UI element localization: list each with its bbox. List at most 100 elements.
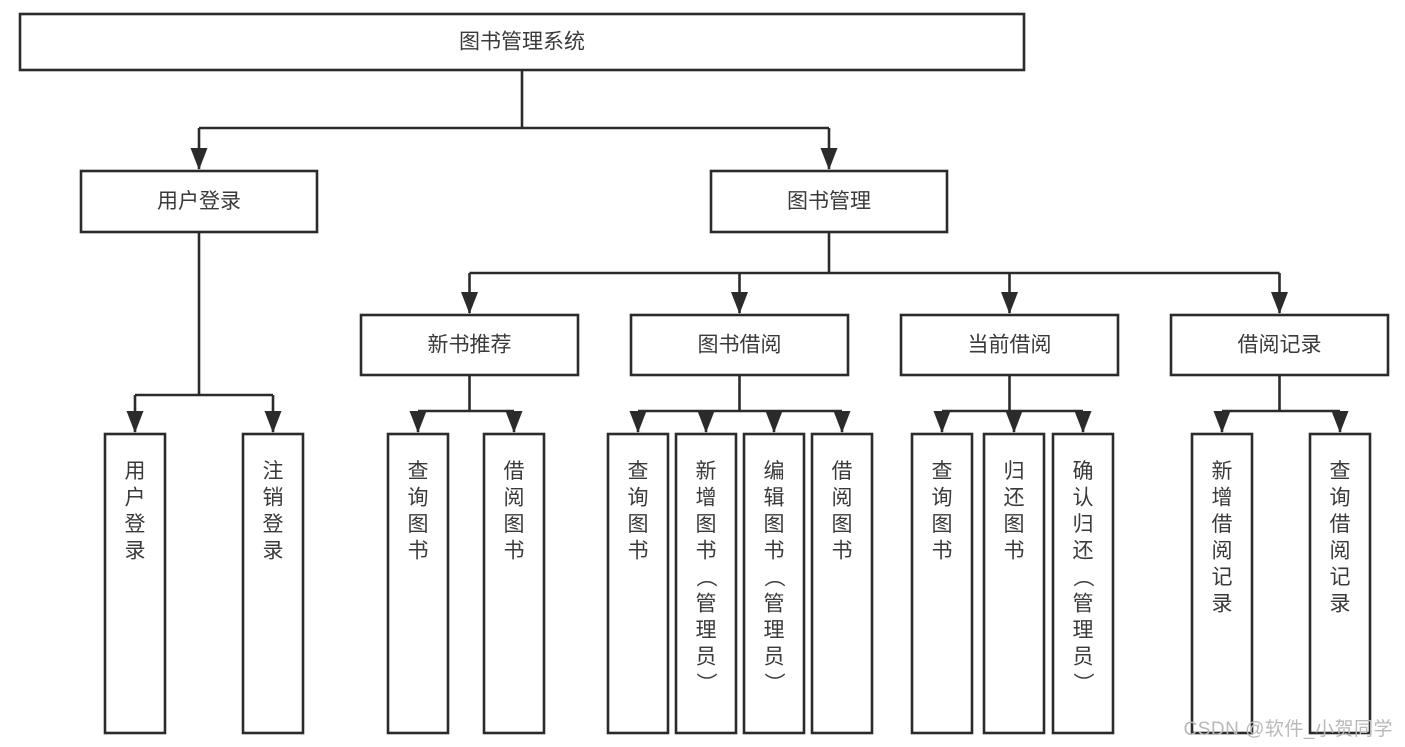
arrow-head-icon xyxy=(1074,411,1092,433)
svg-text:图: 图 xyxy=(696,513,717,536)
arrow-head-icon xyxy=(697,411,715,433)
svg-text:）: ） xyxy=(1071,672,1094,693)
node-leaf-7[interactable] xyxy=(810,432,874,735)
node-label-level3-1: 图书借阅 xyxy=(698,334,782,357)
svg-text:阅: 阅 xyxy=(1212,539,1233,562)
arrow-head-icon xyxy=(126,411,144,433)
node-level3-3[interactable] xyxy=(1169,313,1390,377)
svg-text:员: 员 xyxy=(696,645,717,668)
svg-text:理: 理 xyxy=(1073,619,1094,642)
node-leaf-0[interactable] xyxy=(103,432,167,735)
svg-text:借: 借 xyxy=(1330,513,1351,536)
svg-text:记: 记 xyxy=(1212,566,1233,589)
node-leaf-9[interactable] xyxy=(982,432,1046,735)
arrow-head-icon xyxy=(731,292,748,314)
node-level2-1[interactable] xyxy=(709,169,949,234)
arrow-head-icon xyxy=(461,292,478,314)
node-leaf-6[interactable] xyxy=(742,432,806,735)
svg-text:图: 图 xyxy=(1004,513,1025,536)
svg-text:图: 图 xyxy=(408,513,429,536)
arrow-head-icon xyxy=(1331,411,1349,433)
node-root-图书管理系统[interactable] xyxy=(18,12,1026,72)
node-leaf-3[interactable] xyxy=(482,432,546,735)
svg-text:书: 书 xyxy=(832,539,853,562)
svg-text:管: 管 xyxy=(696,592,717,615)
svg-text:借: 借 xyxy=(1212,513,1233,536)
svg-text:（: （ xyxy=(694,566,717,587)
svg-text:书: 书 xyxy=(696,539,717,562)
svg-text:录: 录 xyxy=(1330,592,1351,615)
svg-text:管: 管 xyxy=(1073,592,1094,615)
arrow-head-icon xyxy=(765,411,783,433)
node-level2-0[interactable] xyxy=(79,169,319,234)
node-leaf-4[interactable] xyxy=(606,432,670,735)
svg-text:录: 录 xyxy=(1212,592,1233,615)
arrow-head-icon xyxy=(190,148,208,170)
node-label-level3-2: 当前借阅 xyxy=(968,334,1052,357)
arrow-head-icon xyxy=(1001,292,1018,314)
arrow-head-icon xyxy=(933,411,951,433)
svg-text:增: 增 xyxy=(1212,486,1233,509)
svg-text:图: 图 xyxy=(504,513,525,536)
node-level3-1[interactable] xyxy=(629,313,850,377)
node-leaf-11[interactable] xyxy=(1190,432,1254,735)
svg-text:图: 图 xyxy=(832,513,853,536)
node-level3-0[interactable] xyxy=(359,313,580,377)
node-leaf-8[interactable] xyxy=(910,432,974,735)
svg-text:借: 借 xyxy=(832,460,853,483)
node-label-level3-3: 借阅记录 xyxy=(1238,334,1322,357)
svg-text:询: 询 xyxy=(628,486,649,509)
svg-text:员: 员 xyxy=(1073,645,1094,668)
arrow-head-icon xyxy=(1271,292,1288,314)
node-label-root: 图书管理系统 xyxy=(459,31,585,54)
svg-text:图: 图 xyxy=(628,513,649,536)
node-label-leaf-0: 用户登录 xyxy=(125,460,146,563)
arrow-head-icon xyxy=(264,411,282,433)
svg-text:录: 录 xyxy=(125,539,146,562)
svg-text:归: 归 xyxy=(1073,513,1094,536)
node-leaf-12[interactable] xyxy=(1308,432,1372,735)
svg-text:查: 查 xyxy=(628,460,649,483)
svg-text:辑: 辑 xyxy=(764,486,785,509)
node-label-level2-1: 图书管理 xyxy=(787,190,871,213)
nodes-layer: 图书管理系统用户登录图书管理新书推荐图书借阅当前借阅借阅记录用户登录注销登录查询… xyxy=(18,12,1390,735)
svg-text:书: 书 xyxy=(628,539,649,562)
svg-text:注: 注 xyxy=(263,460,284,483)
svg-text:书: 书 xyxy=(764,539,785,562)
node-leaf-2[interactable] xyxy=(386,432,450,735)
svg-text:销: 销 xyxy=(263,486,284,509)
node-label-level2-0: 用户登录 xyxy=(157,190,241,213)
node-leaf-1[interactable] xyxy=(241,432,305,735)
svg-text:确: 确 xyxy=(1073,460,1094,483)
svg-text:用: 用 xyxy=(125,460,146,483)
arrow-head-icon xyxy=(820,148,838,170)
svg-text:图: 图 xyxy=(764,513,785,536)
svg-text:归: 归 xyxy=(1004,460,1025,483)
svg-text:查: 查 xyxy=(932,460,953,483)
arrow-head-icon xyxy=(629,411,647,433)
arrow-head-icon xyxy=(505,411,523,433)
node-level3-2[interactable] xyxy=(899,313,1120,377)
svg-text:书: 书 xyxy=(504,539,525,562)
node-leaf-10[interactable] xyxy=(1051,432,1115,735)
svg-text:管: 管 xyxy=(764,592,785,615)
svg-text:新: 新 xyxy=(696,460,717,483)
svg-text:）: ） xyxy=(694,672,717,693)
arrow-head-icon xyxy=(409,411,427,433)
svg-text:认: 认 xyxy=(1073,486,1094,509)
svg-text:员: 员 xyxy=(764,645,785,668)
arrow-head-icon xyxy=(1213,411,1231,433)
node-label-level3-0: 新书推荐 xyxy=(428,334,512,357)
svg-text:询: 询 xyxy=(408,486,429,509)
svg-text:查: 查 xyxy=(408,460,429,483)
svg-text:登: 登 xyxy=(125,513,146,536)
node-leaf-5[interactable] xyxy=(674,432,738,735)
